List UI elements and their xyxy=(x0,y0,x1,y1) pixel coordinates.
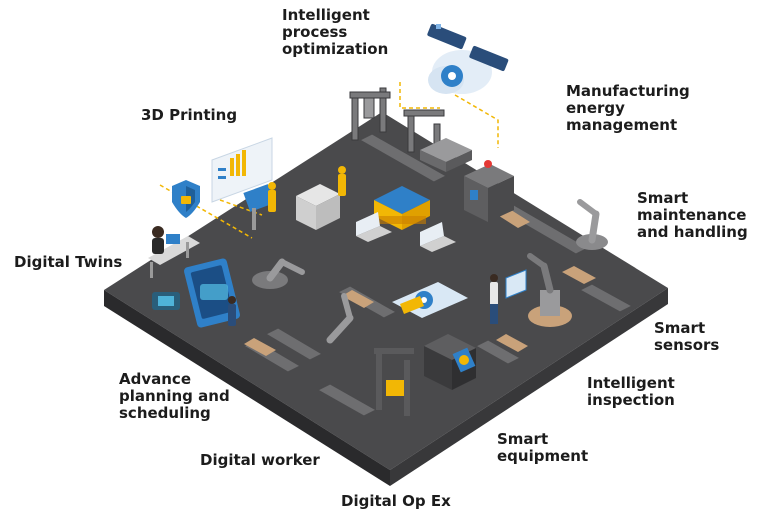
worker-figures xyxy=(228,166,498,326)
cloud-gear-icon xyxy=(427,23,509,94)
server-cubes xyxy=(374,186,430,230)
label-smart-sensors: Smart sensors xyxy=(654,319,720,354)
label-3d-printing: 3D Printing xyxy=(141,106,238,124)
label-manufacturing-energy-management: Manufacturing energy management xyxy=(566,82,690,134)
label-digital-op-ex: Digital Op Ex xyxy=(341,492,451,510)
wood-belts xyxy=(244,208,596,356)
label-advance-planning-scheduling: Advance planning and scheduling xyxy=(119,370,230,422)
label-intelligent-inspection: Intelligent inspection xyxy=(587,374,675,409)
laptop-icons xyxy=(356,212,456,252)
label-digital-twins: Digital Twins xyxy=(14,253,123,271)
label-digital-worker: Digital worker xyxy=(200,451,320,469)
label-intelligent-process-optimization: Intelligent process optimization xyxy=(282,6,389,58)
label-smart-maintenance-handling: Smart maintenance and handling xyxy=(637,189,748,241)
digital-twins-workstation xyxy=(148,226,240,328)
factory-floor xyxy=(104,112,668,486)
inspection-station xyxy=(424,334,476,390)
dashboard-panel-icon xyxy=(211,137,273,203)
shield-icon xyxy=(172,180,200,218)
label-smart-equipment: Smart equipment xyxy=(497,430,589,465)
turntable-station xyxy=(420,138,472,172)
printer-machines xyxy=(243,184,340,230)
equipment-pillars xyxy=(374,348,414,416)
hologram-display-icon xyxy=(392,269,527,318)
energy-cabinet xyxy=(464,160,514,222)
robot-arms xyxy=(252,199,608,344)
